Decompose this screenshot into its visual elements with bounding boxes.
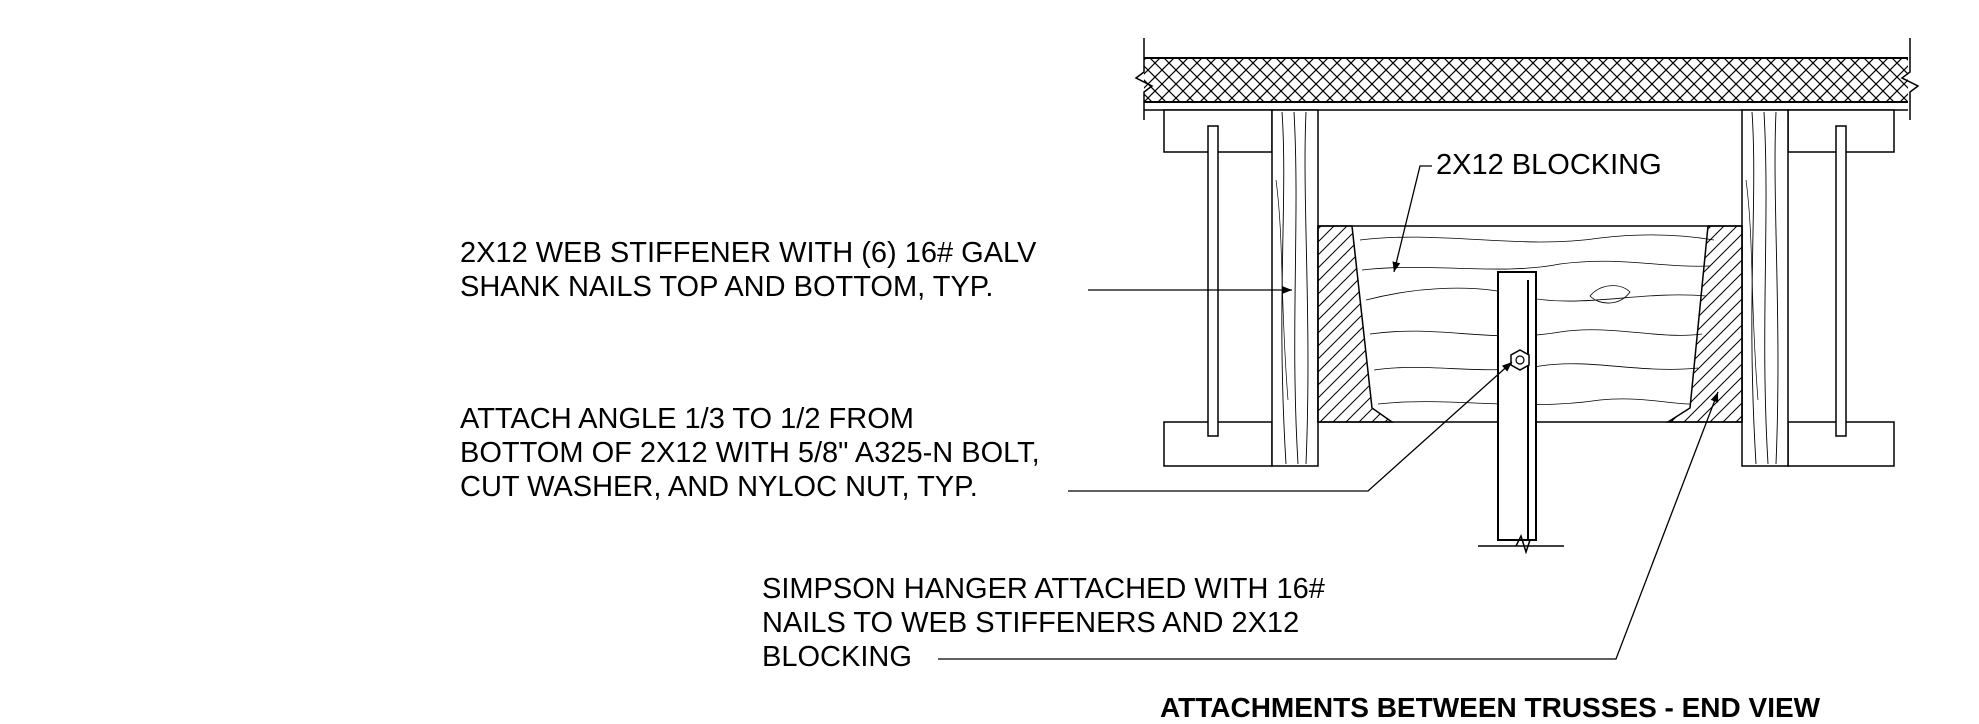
hanger-callout: SIMPSON HANGER ATTACHED WITH 16# NAILS T… — [762, 572, 1325, 674]
web-stiffener-callout-line: 2X12 WEB STIFFENER WITH (6) 16# GALV — [460, 237, 1037, 269]
web-stiffener-callout: 2X12 WEB STIFFENER WITH (6) 16# GALV SHA… — [460, 236, 1036, 304]
hanger-callout-line: BLOCKING — [762, 641, 912, 673]
right-truss — [1741, 109, 1895, 467]
blocking-callout: 2X12 BLOCKING — [1436, 148, 1662, 182]
left-truss — [1163, 109, 1319, 467]
bolt-nut — [1510, 349, 1530, 371]
leader-lines — [938, 165, 1719, 660]
web-stiffener-callout-line: SHANK NAILS TOP AND BOTTOM, TYP. — [460, 271, 994, 303]
angle-attach-callout-line: CUT WASHER, AND NYLOC NUT, TYP. — [460, 471, 978, 503]
hanger-callout-line: SIMPSON HANGER ATTACHED WITH 16# — [762, 573, 1325, 605]
blocking-callout-line: 2X12 BLOCKING — [1436, 149, 1662, 181]
steel-angle — [1478, 271, 1564, 555]
angle-attach-callout-line: BOTTOM OF 2X12 WITH 5/8" A325-N BOLT, — [460, 437, 1040, 469]
angle-attach-callout: ATTACH ANGLE 1/3 TO 1/2 FROM BOTTOM OF 2… — [460, 402, 1040, 504]
angle-attach-callout-line: ATTACH ANGLE 1/3 TO 1/2 FROM — [460, 403, 914, 435]
drawing-title: ATTACHMENTS BETWEEN TRUSSES - END VIEW — [1160, 692, 1821, 723]
hanger-callout-line: NAILS TO WEB STIFFENERS AND 2X12 — [762, 607, 1300, 639]
roof-deck — [1134, 38, 1920, 120]
